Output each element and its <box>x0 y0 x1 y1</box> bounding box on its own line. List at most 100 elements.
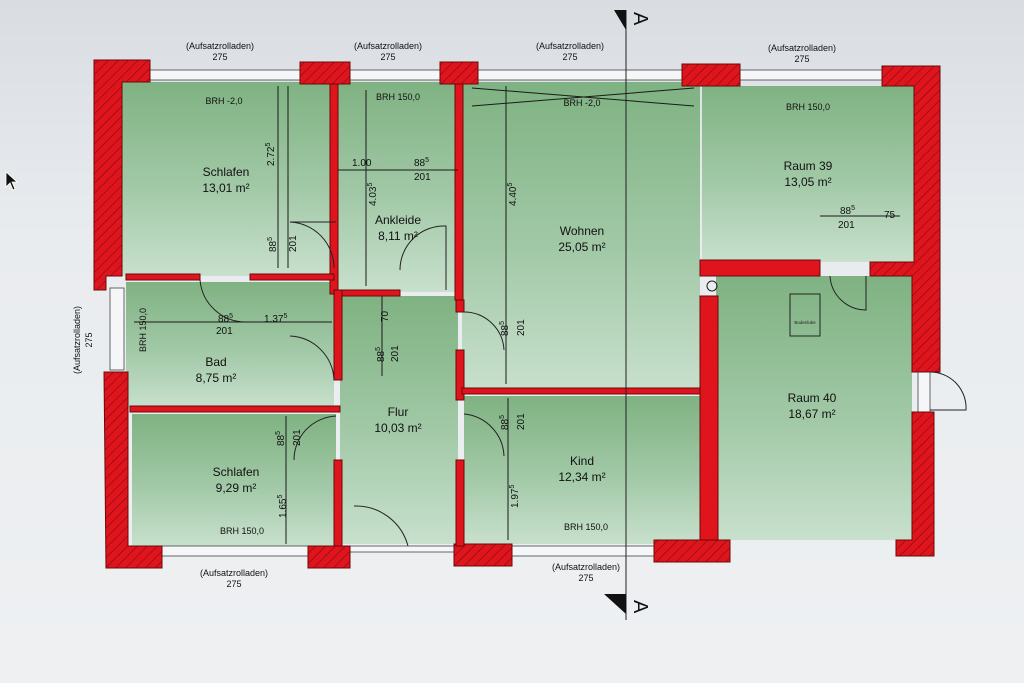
door-bad <box>199 279 247 323</box>
brh-schlafen: BRH -2,0 <box>205 96 242 106</box>
dim-885-d: 885 <box>218 313 233 325</box>
brh-ankleide: BRH 150,0 <box>376 92 420 102</box>
dim-885-c: 885 <box>840 205 855 217</box>
room-area-raum40: 18,67 m² <box>788 407 835 421</box>
window-bottom-1 <box>161 545 309 557</box>
room-area-schlafen-top: 13,01 m² <box>202 181 249 195</box>
section-arrow-top <box>614 10 626 30</box>
section-line <box>604 10 627 620</box>
window-label-7: (Aufsatzrolladen) <box>72 306 82 374</box>
room-area-wohnen: 25,05 m² <box>558 240 605 254</box>
window-width-7: 275 <box>84 332 94 347</box>
dimension-lines <box>134 86 900 544</box>
room-area-ankleide: 8,11 m² <box>378 229 418 243</box>
dim-885-b: 885 <box>414 157 429 169</box>
door-flur <box>353 505 409 547</box>
room-name-raum40: Raum 40 <box>788 391 837 405</box>
wall-bottom-left <box>103 371 163 569</box>
room-area-bad: 8,75 m² <box>196 371 237 385</box>
room-schlafen-top <box>120 82 332 276</box>
brh-kind: BRH 150,0 <box>564 522 608 532</box>
window-top-3 <box>477 69 683 81</box>
doors <box>199 221 967 547</box>
dim-201-g: 201 <box>292 429 303 446</box>
room-area-raum39: 13,05 m² <box>784 175 831 189</box>
dim-165: 1.655 <box>277 495 289 518</box>
dim-100: 1.00 <box>352 158 372 169</box>
room-wohnen <box>462 82 700 390</box>
arrow-cursor-icon <box>5 171 19 191</box>
room-name-schlafen-bottom: Schlafen <box>213 465 260 479</box>
door-right-opening <box>917 371 931 413</box>
window-label-1: (Aufsatzrolladen) <box>186 41 254 51</box>
dim-885-a: 885 <box>267 237 279 252</box>
wall-int-11 <box>455 459 465 547</box>
wall-int-9 <box>455 349 465 401</box>
room-name-raum39: Raum 39 <box>784 159 833 173</box>
window-label-2: (Aufsatzrolladen) <box>354 41 422 51</box>
dim-line-brh-wohnen-b <box>471 87 695 107</box>
door-raum40 <box>829 275 867 311</box>
door-bad-2 <box>289 335 335 381</box>
window-label-3: (Aufsatzrolladen) <box>536 41 604 51</box>
wall-int-8 <box>455 299 465 313</box>
wall-int-12 <box>699 259 821 277</box>
brh-wohnen: BRH -2,0 <box>563 98 600 108</box>
dim-885-e: 885 <box>375 347 387 362</box>
dimension-labels: 2.725 885 201 1.00 885 201 4.035 4.405 8… <box>216 143 896 518</box>
door-ankleide <box>399 225 447 290</box>
section-marker-bottom: A <box>629 600 651 614</box>
room-name-flur: Flur <box>388 405 409 419</box>
window-label-4: (Aufsatzrolladen) <box>768 43 836 53</box>
installation-circle <box>706 280 718 292</box>
wall-int-5 <box>333 289 343 381</box>
door-exterior <box>929 371 967 411</box>
wall-bottom-4 <box>653 539 731 563</box>
brh-schlafen-bottom: BRH 150,0 <box>220 526 264 536</box>
window-label-6: (Aufsatzrolladen) <box>552 562 620 572</box>
room-name-schlafen-top: Schlafen <box>203 165 250 179</box>
dim-4035: 4.035 <box>367 183 379 206</box>
room-labels: Schlafen 13,01 m² Ankleide 8,11 m² Wohne… <box>196 159 837 495</box>
section-marker-top: A <box>629 12 651 26</box>
wall-top-4 <box>681 63 741 87</box>
door-schlafen <box>289 221 335 269</box>
wall-top-2 <box>299 61 351 85</box>
door-wohnen <box>463 311 505 351</box>
wall-bottom-right <box>895 411 935 557</box>
room-area-kind: 12,34 m² <box>558 470 605 484</box>
room-name-wohnen: Wohnen <box>560 224 604 238</box>
window-labels: (Aufsatzrolladen) 275 (Aufsatzrolladen) … <box>72 41 836 589</box>
window-width-2: 275 <box>380 52 395 62</box>
brh-bad: BRH 150,0 <box>138 308 148 352</box>
wall-top-right <box>869 65 941 373</box>
dim-201-h: 201 <box>516 413 527 430</box>
room-area-flur: 10,03 m² <box>374 421 421 435</box>
dim-70: 70 <box>380 310 391 322</box>
dim-272: 2.725 <box>265 143 277 166</box>
dim-201-d: 201 <box>216 326 233 337</box>
brh-labels: BRH -2,0 BRH 150,0 BRH -2,0 BRH 150,0 BR… <box>138 92 830 536</box>
wall-bottom-2 <box>307 545 351 569</box>
bodenluke-box <box>789 293 821 337</box>
wall-bottom-3 <box>453 543 513 567</box>
room-fills <box>120 82 914 546</box>
room-area-schlafen-bottom: 9,29 m² <box>216 481 257 495</box>
dim-201-e: 201 <box>390 345 401 362</box>
window-width-6: 275 <box>578 573 593 583</box>
dim-885-g: 885 <box>275 431 287 446</box>
room-kind <box>464 396 700 544</box>
wall-int-2 <box>454 83 464 301</box>
room-raum39 <box>702 86 914 262</box>
dim-885-h: 885 <box>499 415 511 430</box>
wall-int-4 <box>337 289 401 297</box>
dim-440: 4.405 <box>507 183 519 206</box>
room-name-ankleide: Ankleide <box>375 213 421 227</box>
room-raum40 <box>716 276 912 540</box>
wall-int-6 <box>129 405 341 413</box>
flur-threshold <box>349 545 455 553</box>
window-width-1: 275 <box>212 52 227 62</box>
dim-201-f: 201 <box>516 319 527 336</box>
bodenluke-label: Bodenluke <box>794 320 816 325</box>
